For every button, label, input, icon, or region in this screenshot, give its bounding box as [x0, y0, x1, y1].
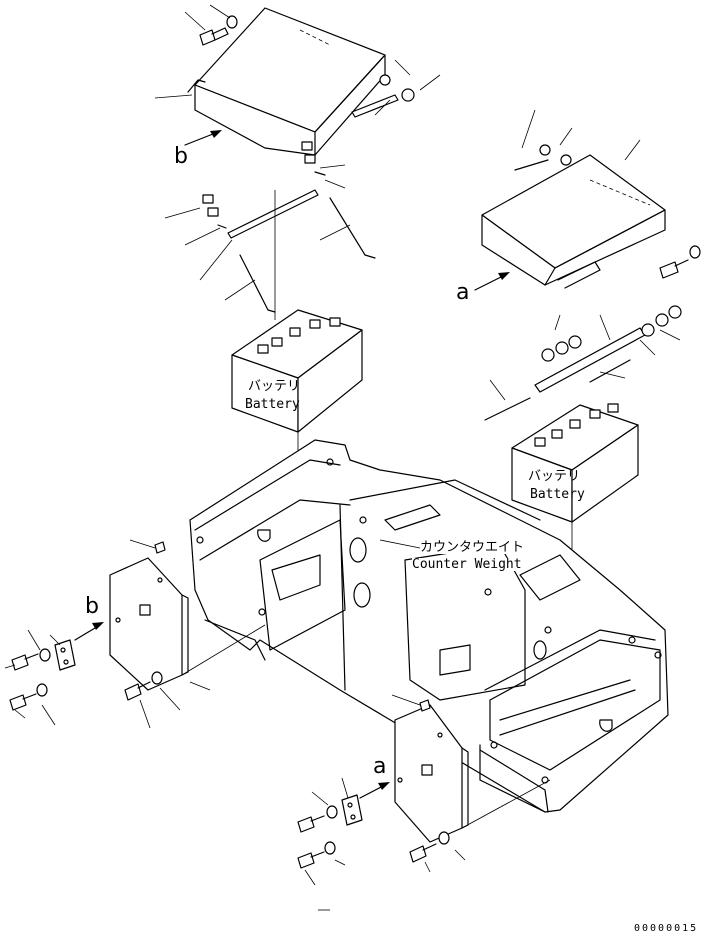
battery-right-label-en: Battery — [530, 487, 585, 502]
arrow-a-top — [474, 274, 506, 291]
battery-left-label-jp: バッテリ — [248, 379, 301, 394]
battery-right — [511, 403, 639, 523]
battery-cover-right — [481, 139, 666, 289]
battery-left — [231, 309, 363, 433]
battery-cover-left — [154, 7, 386, 156]
battery-right-label-jp: バッテリ — [528, 469, 581, 484]
side-cover-right — [391, 694, 551, 843]
side-cover-left — [109, 539, 266, 691]
counterweight-label-jp: カウンタウエイト — [420, 540, 525, 555]
bolt-top-left — [184, 4, 238, 46]
bracket-left — [4, 629, 211, 729]
counterweight-label-en: Counter Weight — [412, 557, 522, 572]
drawing-code: 00000015 — [634, 923, 699, 934]
battery-left-label-en: Battery — [245, 397, 300, 412]
rod-right — [514, 159, 549, 171]
battery-clamp-left — [164, 141, 376, 320]
bracket-right — [297, 777, 466, 886]
callout-b-bottom: b — [85, 594, 99, 619]
callout-a-top: a — [456, 280, 470, 305]
callout-b-top: b — [174, 144, 188, 169]
counterweight-body — [189, 439, 669, 813]
callout-a-bottom: a — [373, 754, 387, 779]
rod-top — [351, 94, 399, 118]
battery-clamp-right — [484, 305, 682, 421]
